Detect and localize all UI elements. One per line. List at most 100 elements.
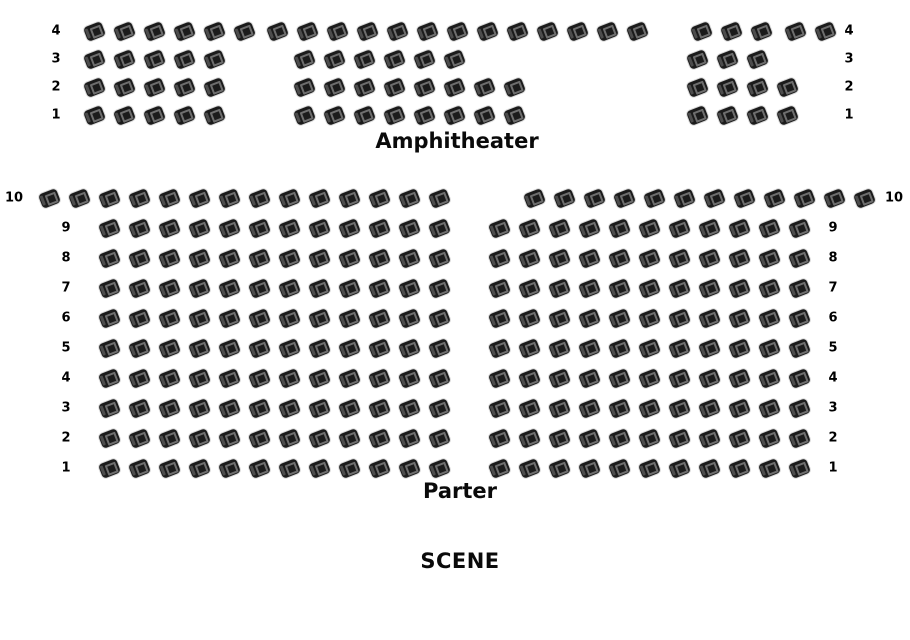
seat[interactable] — [427, 337, 452, 359]
seat[interactable] — [565, 20, 590, 42]
seat[interactable] — [813, 20, 838, 42]
seat[interactable] — [97, 277, 122, 299]
seat[interactable] — [715, 76, 740, 98]
seat[interactable] — [217, 187, 242, 209]
seat[interactable] — [775, 104, 800, 126]
seat[interactable] — [702, 187, 727, 209]
seat[interactable] — [787, 457, 812, 479]
seat[interactable] — [427, 247, 452, 269]
seat[interactable] — [442, 76, 467, 98]
seat[interactable] — [757, 307, 782, 329]
seat[interactable] — [217, 277, 242, 299]
seat[interactable] — [37, 187, 62, 209]
seat[interactable] — [397, 397, 422, 419]
seat[interactable] — [142, 48, 167, 70]
seat[interactable] — [295, 20, 320, 42]
seat[interactable] — [157, 217, 182, 239]
seat[interactable] — [522, 187, 547, 209]
seat[interactable] — [367, 427, 392, 449]
seat[interactable] — [187, 397, 212, 419]
seat[interactable] — [325, 20, 350, 42]
seat[interactable] — [127, 277, 152, 299]
seat[interactable] — [642, 187, 667, 209]
seat[interactable] — [595, 20, 620, 42]
seat[interactable] — [337, 337, 362, 359]
seat[interactable] — [517, 457, 542, 479]
seat[interactable] — [157, 187, 182, 209]
seat[interactable] — [172, 104, 197, 126]
seat[interactable] — [787, 217, 812, 239]
seat[interactable] — [97, 217, 122, 239]
seat[interactable] — [247, 367, 272, 389]
seat[interactable] — [157, 367, 182, 389]
seat[interactable] — [352, 48, 377, 70]
seat[interactable] — [97, 397, 122, 419]
seat[interactable] — [277, 187, 302, 209]
seat[interactable] — [112, 20, 137, 42]
seat[interactable] — [277, 277, 302, 299]
seat[interactable] — [427, 367, 452, 389]
seat[interactable] — [547, 247, 572, 269]
seat[interactable] — [697, 427, 722, 449]
seat[interactable] — [787, 337, 812, 359]
seat[interactable] — [637, 457, 662, 479]
seat[interactable] — [517, 247, 542, 269]
seat[interactable] — [187, 217, 212, 239]
seat[interactable] — [697, 457, 722, 479]
seat[interactable] — [547, 457, 572, 479]
seat[interactable] — [397, 247, 422, 269]
seat[interactable] — [172, 20, 197, 42]
seat[interactable] — [187, 247, 212, 269]
seat[interactable] — [517, 277, 542, 299]
seat[interactable] — [637, 397, 662, 419]
seat[interactable] — [217, 307, 242, 329]
seat[interactable] — [667, 307, 692, 329]
seat[interactable] — [367, 307, 392, 329]
seat[interactable] — [157, 427, 182, 449]
seat[interactable] — [157, 247, 182, 269]
seat[interactable] — [67, 187, 92, 209]
seat[interactable] — [127, 247, 152, 269]
seat[interactable] — [307, 427, 332, 449]
seat[interactable] — [787, 247, 812, 269]
seat[interactable] — [749, 20, 774, 42]
seat[interactable] — [787, 277, 812, 299]
seat[interactable] — [727, 217, 752, 239]
seat[interactable] — [577, 367, 602, 389]
seat[interactable] — [547, 397, 572, 419]
seat[interactable] — [367, 247, 392, 269]
seat[interactable] — [307, 277, 332, 299]
seat[interactable] — [637, 277, 662, 299]
seat[interactable] — [337, 367, 362, 389]
seat[interactable] — [577, 247, 602, 269]
seat[interactable] — [307, 217, 332, 239]
seat[interactable] — [277, 217, 302, 239]
seat[interactable] — [397, 277, 422, 299]
seat[interactable] — [607, 397, 632, 419]
seat[interactable] — [672, 187, 697, 209]
seat[interactable] — [127, 397, 152, 419]
seat[interactable] — [727, 367, 752, 389]
seat[interactable] — [697, 337, 722, 359]
seat[interactable] — [667, 427, 692, 449]
seat[interactable] — [535, 20, 560, 42]
seat[interactable] — [157, 307, 182, 329]
seat[interactable] — [727, 337, 752, 359]
seat[interactable] — [277, 337, 302, 359]
seat[interactable] — [445, 20, 470, 42]
seat[interactable] — [762, 187, 787, 209]
seat[interactable] — [355, 20, 380, 42]
seat[interactable] — [757, 427, 782, 449]
seat[interactable] — [715, 104, 740, 126]
seat[interactable] — [217, 337, 242, 359]
seat[interactable] — [97, 247, 122, 269]
seat[interactable] — [637, 307, 662, 329]
seat[interactable] — [577, 337, 602, 359]
seat[interactable] — [487, 457, 512, 479]
seat[interactable] — [337, 217, 362, 239]
seat[interactable] — [427, 397, 452, 419]
seat[interactable] — [577, 307, 602, 329]
seat[interactable] — [697, 247, 722, 269]
seat[interactable] — [757, 457, 782, 479]
seat[interactable] — [247, 187, 272, 209]
